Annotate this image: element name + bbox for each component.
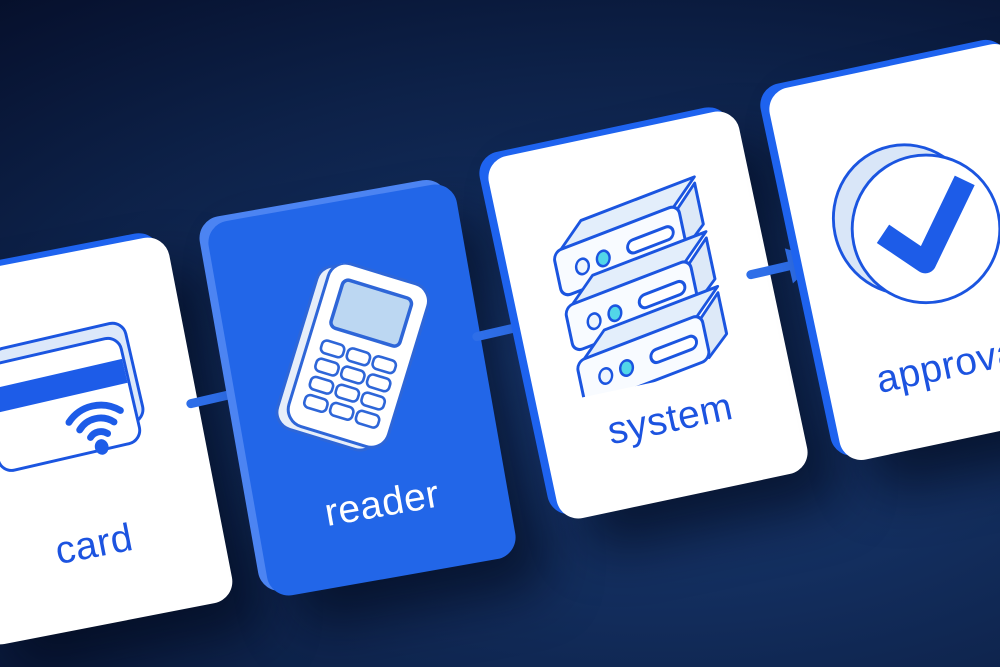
step-label-system: system — [603, 384, 737, 454]
step-label-reader: reader — [321, 472, 443, 535]
step-card-card: card — [0, 233, 237, 649]
step-label-card: card — [51, 516, 137, 574]
contactless-card-icon — [0, 298, 177, 518]
check-circle-icon — [810, 117, 1000, 341]
step-card-system: system — [484, 107, 812, 523]
pos-terminal-icon — [242, 249, 472, 469]
step-card-approval: approval — [765, 39, 1000, 465]
step-label-approval: approval — [872, 327, 1000, 402]
step-card-reader: reader — [204, 181, 520, 599]
server-stack-icon — [526, 170, 757, 401]
